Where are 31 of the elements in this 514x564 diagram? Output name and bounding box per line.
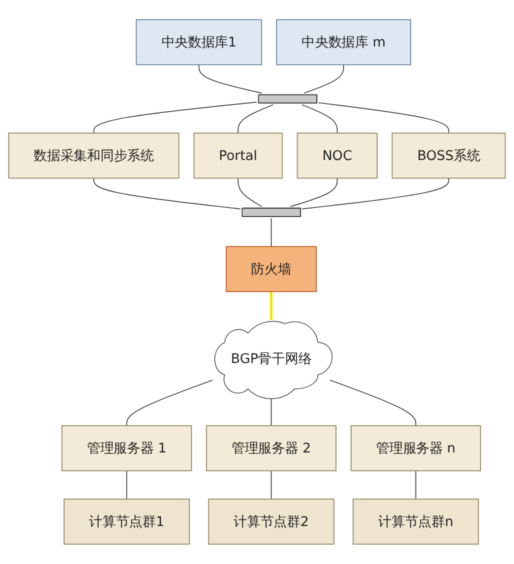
connector	[304, 64, 344, 94]
node-box: Portal	[193, 132, 283, 179]
connector	[330, 380, 416, 426]
connector	[93, 178, 241, 210]
connector	[238, 178, 262, 208]
connector	[270, 218, 272, 248]
connector	[318, 102, 450, 134]
node-box: 计算节点群n	[352, 498, 479, 545]
connector	[126, 470, 128, 500]
node-box: BOSS系统	[392, 132, 506, 179]
node-box: NOC	[296, 132, 378, 179]
connector	[290, 178, 338, 208]
node-box: 管理服务器 n	[350, 425, 481, 472]
node-box: 管理服务器 2	[206, 425, 336, 472]
connector	[126, 380, 213, 426]
connector	[270, 470, 272, 500]
node-box: 计算节点群2	[208, 498, 334, 545]
connector	[270, 292, 273, 320]
connector	[415, 470, 416, 500]
connector	[238, 104, 274, 134]
node-box: 中央数据库 m	[276, 19, 412, 66]
node-box: 管理服务器 1	[62, 425, 192, 472]
node-box: 防火墙	[226, 246, 317, 292]
connector	[302, 104, 338, 134]
connector	[198, 64, 262, 94]
node-box: 数据采集和同步系统	[8, 132, 180, 179]
node-box: 计算节点群1	[64, 498, 190, 545]
connector	[302, 178, 450, 210]
connector	[93, 102, 258, 134]
node-box: 中央数据库1	[136, 19, 262, 66]
connector	[270, 397, 272, 426]
